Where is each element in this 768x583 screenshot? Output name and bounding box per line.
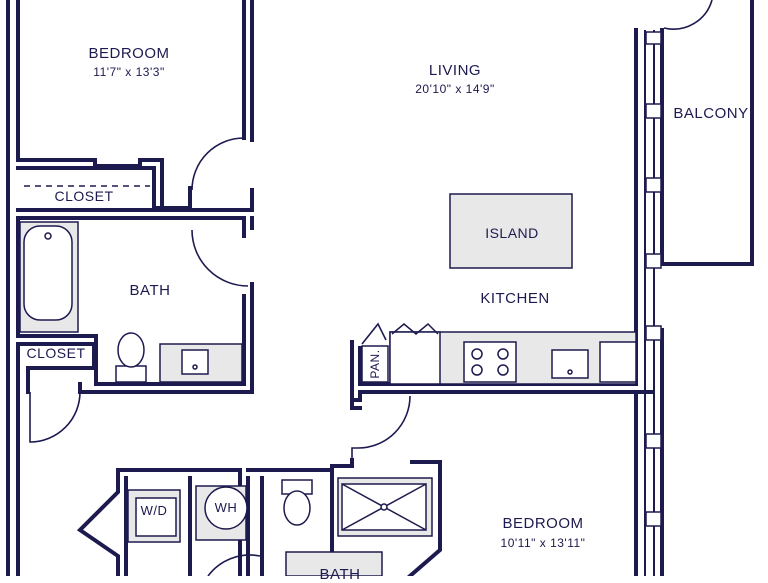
balcony-rail: [660, 0, 754, 266]
bedroom-2-dims: 10'11" x 13'11": [500, 536, 586, 550]
window-icon: [644, 30, 662, 576]
island-label: ISLAND: [485, 225, 539, 241]
living-dims: 20'10" x 14'9": [415, 82, 495, 96]
pantry-box: [361, 345, 389, 383]
island-counter: [449, 193, 573, 269]
walls: [6, 0, 754, 576]
closet-2-top: [16, 342, 96, 370]
shower-icon: [337, 477, 433, 537]
washer-dryer-label: W/D: [140, 503, 168, 518]
bath-2-right-wall: [407, 460, 442, 576]
closet-1-header: [93, 158, 142, 168]
bath-2-top-wall: [246, 468, 334, 576]
sink-icon: [159, 343, 243, 383]
washer-dryer-icon: [127, 489, 181, 543]
closet-2-frame: [26, 366, 96, 394]
toilet-icon: [281, 479, 313, 526]
water-heater-icon: [195, 485, 248, 541]
bathtub-icon: [19, 221, 79, 333]
laundry-angled-wall: [76, 468, 120, 576]
bath-1-right-outer: [78, 282, 254, 394]
balcony-label: BALCONY: [673, 105, 749, 122]
door-swing-icon: [29, 0, 713, 576]
kitchen-bottom-wall-jamb: [350, 390, 362, 402]
kitchen-label: KITCHEN: [480, 290, 550, 307]
bath-2-vanity: [285, 551, 383, 576]
closet-1-label: CLOSET: [54, 188, 114, 204]
closet-2-label: CLOSET: [26, 345, 86, 361]
closet-1-top-wall-b: [138, 158, 164, 192]
closet-1-frame: [16, 166, 156, 210]
bedroom-1-label: BEDROOM: [88, 45, 170, 62]
bath-2-top-wall-b: [330, 458, 354, 468]
sink-icon: [551, 349, 589, 379]
water-heater-label: WH: [214, 500, 238, 515]
living-label: LIVING: [428, 62, 482, 79]
toilet-icon: [115, 332, 147, 383]
hall-jamb: [188, 186, 254, 212]
bedroom-1-dims: 11'7" x 13'3": [93, 65, 165, 79]
bedroom-2-label: BEDROOM: [502, 515, 584, 532]
bath-1-label: BATH: [129, 282, 171, 299]
stove-icon: [463, 341, 517, 383]
bath-2-label: BATH: [319, 566, 361, 583]
pantry-label: PAN.: [368, 349, 382, 379]
